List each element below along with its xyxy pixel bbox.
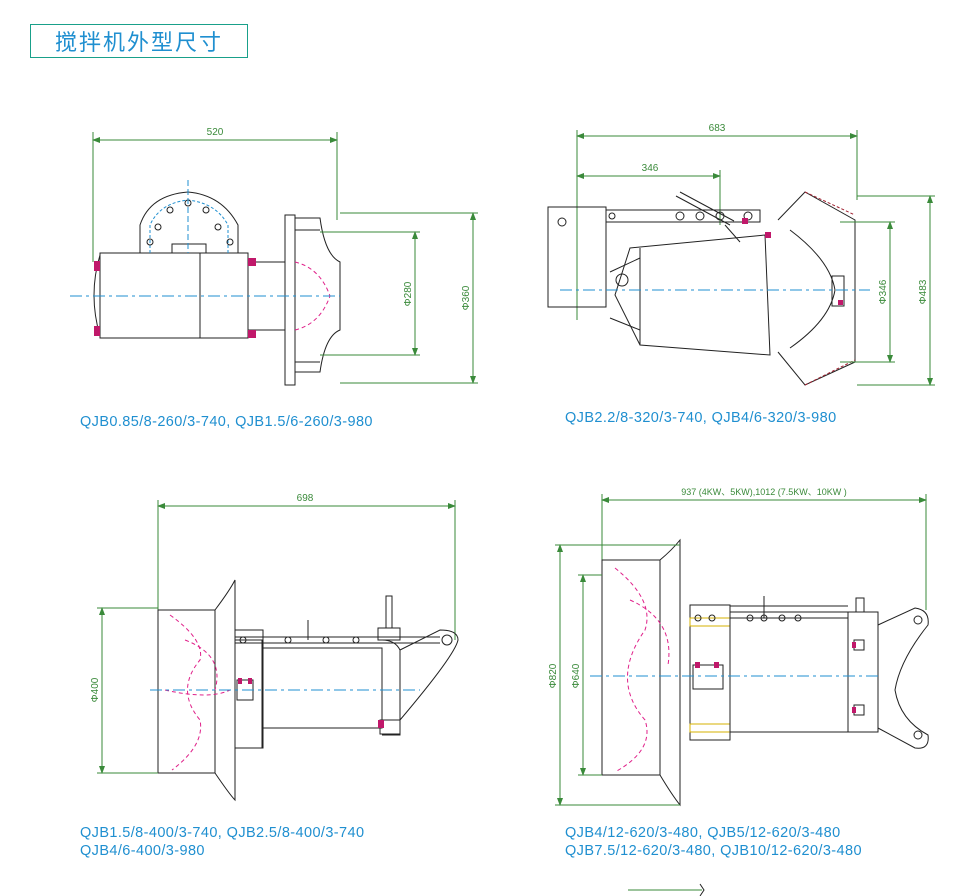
caption-model-4-line2: QJB7.5/12-620/3-480, QJB10/12-620/3-480 (565, 843, 862, 859)
caption-model-3-line2: QJB4/6-400/3-980 (80, 843, 205, 859)
caption-model-3-line1: QJB1.5/8-400/3-740, QJB2.5/8-400/3-740 (80, 825, 365, 841)
dimension-dia-280: Φ280 (403, 281, 414, 306)
dimension-mount-346: 346 (642, 163, 659, 174)
caption-model-2: QJB2.2/8-320/3-740, QJB4/6-320/3-980 (565, 410, 837, 426)
caption-model-1: QJB0.85/8-260/3-740, QJB1.5/6-260/3-980 (80, 414, 373, 430)
dimension-length-520: 520 (207, 127, 224, 138)
next-drawing-stub (628, 883, 705, 896)
caption-model-4-line1: QJB4/12-620/3-480, QJB5/12-620/3-480 (565, 825, 841, 841)
dimension-dia-360: Φ360 (461, 285, 472, 310)
mixer-drawing-3 (97, 500, 459, 802)
dimension-dia-483: Φ483 (918, 279, 929, 304)
dimension-dia-400: Φ400 (90, 677, 101, 702)
dimension-dia-820: Φ820 (548, 663, 559, 688)
dimension-dia-640: Φ640 (571, 663, 582, 688)
dimension-length-698: 698 (297, 493, 314, 504)
mixer-drawing-4 (555, 494, 929, 807)
dimension-dia-346: Φ346 (878, 279, 889, 304)
mixer-drawing-1 (70, 132, 478, 386)
dimension-length-683: 683 (709, 123, 726, 134)
mixer-drawing-2 (547, 130, 935, 386)
dimension-length-937-1012: 937 (4KW、5KW),1012 (7.5KW、10KW ) (681, 487, 847, 497)
page-title: 搅拌机外型尺寸 (30, 24, 248, 58)
